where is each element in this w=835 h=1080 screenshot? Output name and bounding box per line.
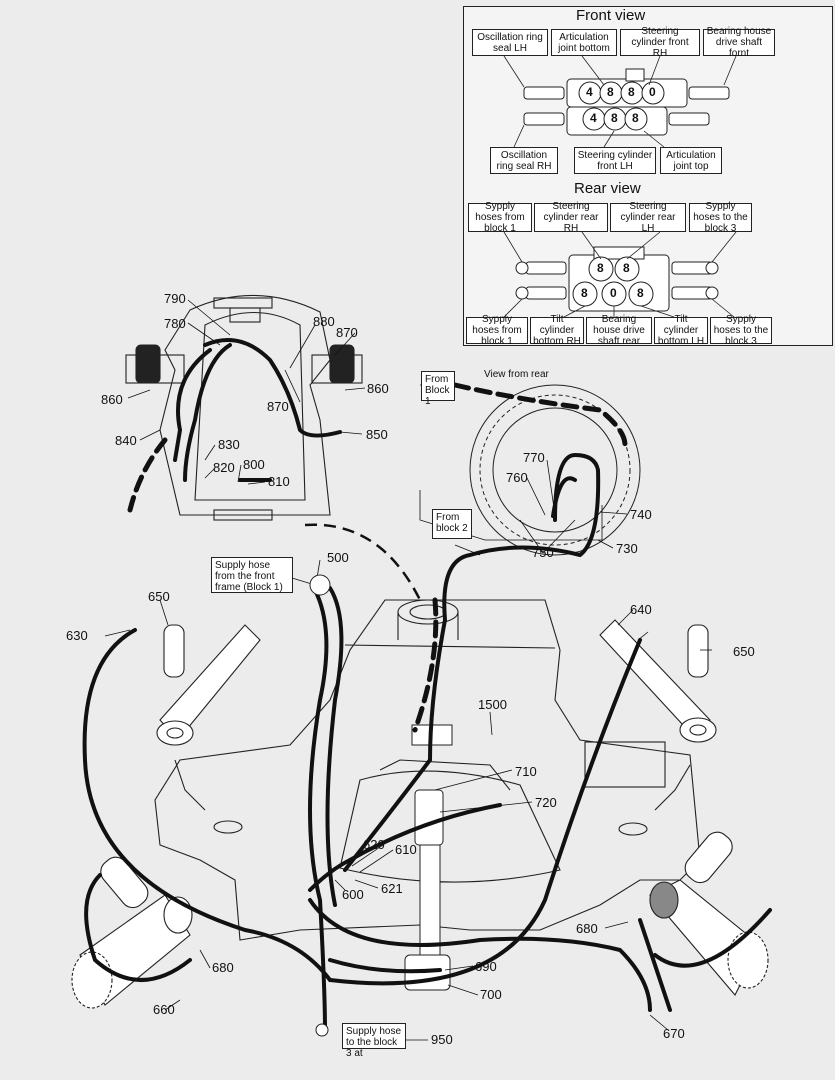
- front-port-digit: 8: [632, 111, 639, 125]
- inset-art: [503, 55, 737, 318]
- part-number-860-right: 860: [367, 381, 389, 396]
- part-number-880: 880: [313, 314, 335, 329]
- part-number-720: 720: [535, 795, 557, 810]
- part-number-770: 770: [523, 450, 545, 465]
- part-number-680-left: 680: [212, 960, 234, 975]
- part-number-700: 700: [480, 987, 502, 1002]
- rear-port-digit: 8: [623, 261, 630, 275]
- part-number-680-right: 680: [576, 921, 598, 936]
- part-number-640: 640: [630, 602, 652, 617]
- part-number-760: 760: [506, 470, 528, 485]
- hose-end-circle: [309, 574, 331, 596]
- part-number-850: 850: [366, 427, 388, 442]
- part-number-600: 600: [342, 887, 364, 902]
- front-manifold: [523, 68, 730, 136]
- label-supply-hoses-from-block-1-bottom: Sypply hoses from block 1: [466, 314, 528, 347]
- part-number-610: 610: [395, 842, 417, 857]
- from-block-2-leader: [419, 490, 603, 541]
- label-steering-cylinder-front-rh: Steering cylinder front RH: [620, 26, 700, 59]
- label-view-from-rear: View from rear: [484, 369, 549, 380]
- part-number-621: 621: [381, 881, 403, 896]
- rear-port-digit: 8: [581, 286, 588, 300]
- part-number-870-lower: 870: [267, 399, 289, 414]
- rear-manifold: [515, 246, 719, 312]
- hoses: [82, 338, 772, 1032]
- callout-from-block-2: From block 2: [432, 509, 472, 539]
- steering-cylinder-left: [156, 624, 261, 746]
- part-number-870-upper: 870: [336, 325, 358, 340]
- label-articulation-joint-bottom: Articulation joint bottom: [551, 29, 617, 56]
- tilt-cylinder-left: [71, 856, 193, 1009]
- part-number-820: 820: [213, 460, 235, 475]
- part-number-650-right: 650: [733, 644, 755, 659]
- part-number-790: 790: [164, 291, 186, 306]
- part-number-780: 780: [164, 316, 186, 331]
- rear-view-title: Rear view: [574, 180, 641, 197]
- tilt-cylinder-right: [649, 831, 769, 996]
- part-number-800: 800: [243, 457, 265, 472]
- front-port-digit: 8: [628, 85, 635, 99]
- label-steering-cylinder-rear-rh: Steering cylinder rear RH: [534, 201, 608, 234]
- label-tilt-cylinder-bottom-rh: Tilt cylinder bottom RH: [530, 314, 584, 347]
- leader-lines: [104, 299, 712, 1041]
- part-number-840: 840: [115, 433, 137, 448]
- label-bearing-house-drive-shaft-rear: Bearing house drive shaft rear: [586, 314, 652, 347]
- callout-supply-hose-front-frame: Supply hose from the front frame (Block …: [211, 557, 293, 593]
- part-number-730: 730: [616, 541, 638, 556]
- front-port-digit: 0: [649, 85, 656, 99]
- hose-end-circle-bottom: [315, 1023, 329, 1037]
- front-port-digit: 4: [590, 111, 597, 125]
- part-number-830: 830: [218, 437, 240, 452]
- dashed-hoses: [127, 382, 628, 733]
- part-number-630: 630: [66, 628, 88, 643]
- frame-outline: [154, 599, 701, 941]
- callout-from-block-1: From Block 1: [421, 371, 455, 407]
- inset-leaders: [503, 55, 737, 318]
- label-articulation-joint-top: Articulation joint top: [660, 147, 722, 174]
- label-oscillation-ring-seal-rh: Oscillation ring seal RH: [490, 147, 558, 174]
- front-port-digit: 8: [607, 85, 614, 99]
- front-frame-detail: [125, 294, 363, 521]
- rear-port-digit: 0: [610, 286, 617, 300]
- steering-cylinder-right: [599, 619, 717, 743]
- front-view-title: Front view: [576, 7, 646, 24]
- rear-port-digit: 8: [597, 261, 604, 275]
- part-number-670: 670: [663, 1026, 685, 1041]
- label-supply-hoses-to-block-3-top: Sypply hoses to the block 3: [689, 201, 752, 234]
- part-number-660: 660: [153, 1002, 175, 1017]
- part-number-710: 710: [515, 764, 537, 779]
- front-port-digit: 4: [586, 85, 593, 99]
- label-supply-hoses-from-block-1-top: Sypply hoses from block 1: [468, 201, 532, 234]
- label-supply-hoses-to-block-3-bottom: Sypply hoses to the block 3: [710, 314, 772, 347]
- part-number-500: 500: [327, 550, 349, 565]
- front-port-digit: 8: [611, 111, 618, 125]
- part-number-810: 810: [268, 474, 290, 489]
- port-view-inset: Front view Oscillation ring seal LH Arti…: [463, 6, 833, 347]
- part-number-650-left: 650: [148, 589, 170, 604]
- label-bearing-house-drive-shaft-front: Bearing house drive shaft fornt: [703, 26, 775, 59]
- part-number-950: 950: [431, 1032, 453, 1047]
- bearing-house-rear: [469, 384, 641, 556]
- rear-port-digit: 8: [637, 286, 644, 300]
- part-number-620: 620: [363, 837, 385, 852]
- label-tilt-cylinder-bottom-lh: Tilt cylinder bottom LH: [654, 314, 708, 347]
- label-oscillation-ring-seal-lh: Oscillation ring seal LH: [472, 29, 548, 56]
- label-steering-cylinder-rear-lh: Steering cylinder rear LH: [610, 201, 686, 234]
- part-number-690: 690: [475, 959, 497, 974]
- part-number-740: 740: [630, 507, 652, 522]
- label-steering-cylinder-front-lh: Steering cylinder front LH: [574, 147, 656, 174]
- part-number-750: 750: [532, 545, 554, 560]
- callout-supply-hose-block-3: Supply hose to the block 3 at: [342, 1023, 406, 1059]
- part-number-860-left: 860: [101, 392, 123, 407]
- part-number-1500: 1500: [478, 697, 507, 712]
